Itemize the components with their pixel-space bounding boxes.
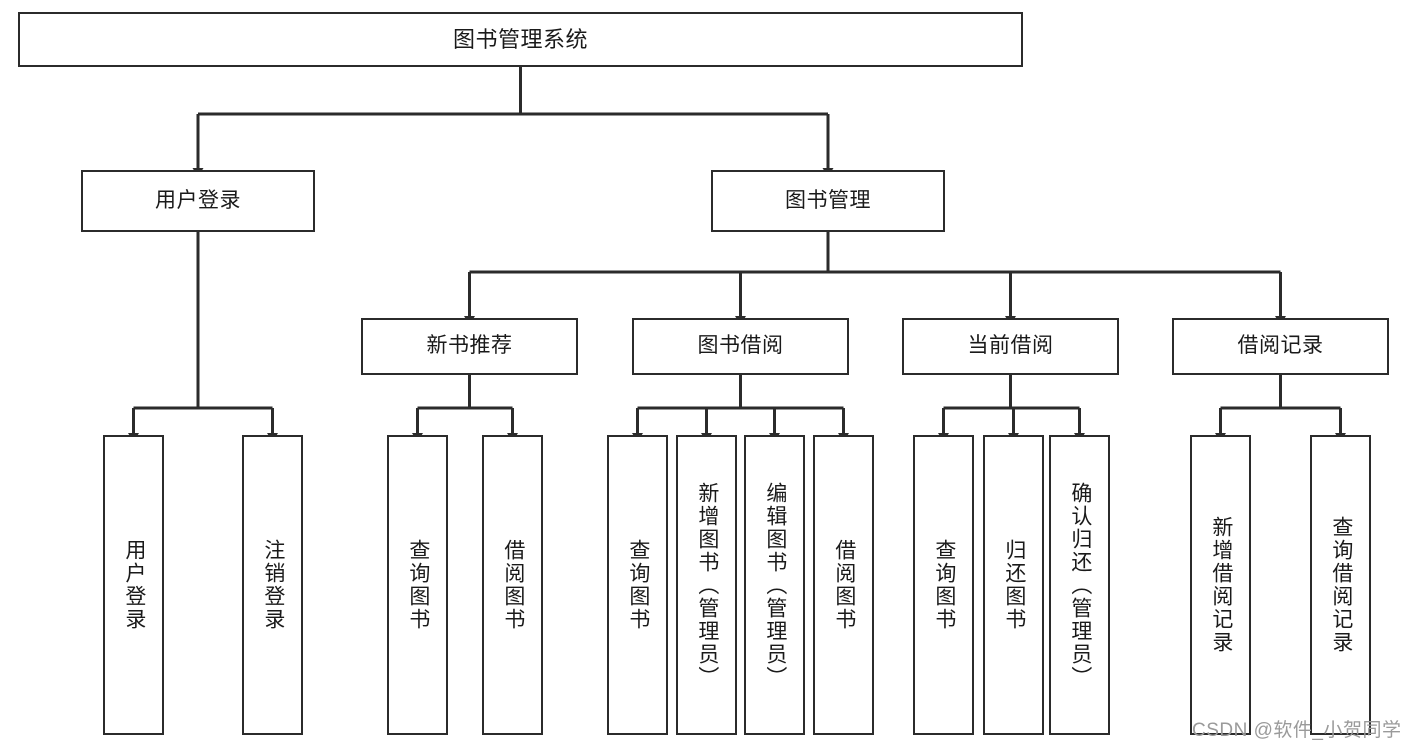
node-label: 借阅图书 [832,539,856,631]
node-leaf-9-归还图书: 归还图书 [983,435,1044,735]
node-root-图书管理系统: 图书管理系统 [18,12,1023,67]
node-label: 当前借阅 [967,334,1054,358]
node-label: 用户登录 [155,188,241,212]
node-label: 注销登录 [261,539,285,631]
node-level3-0-新书推荐: 新书推荐 [361,318,578,375]
node-leaf-3-借阅图书: 借阅图书 [482,435,543,735]
node-level2-0-用户登录: 用户登录 [81,170,315,232]
node-leaf-7-借阅图书: 借阅图书 [813,435,874,735]
node-label: 用户登录 [122,539,146,631]
node-leaf-11-新增借阅记录: 新增借阅记录 [1190,435,1251,735]
node-level3-1-图书借阅: 图书借阅 [632,318,849,375]
node-leaf-8-查询图书: 查询图书 [913,435,974,735]
node-label: 编辑图书（管理员） [763,481,787,689]
node-level3-3-借阅记录: 借阅记录 [1172,318,1389,375]
node-label: 新增图书（管理员） [695,481,719,689]
node-label: 新书推荐 [426,334,513,358]
node-label: 归还图书 [1002,539,1026,631]
node-label: 新增借阅记录 [1209,516,1233,654]
node-leaf-4-查询图书: 查询图书 [607,435,668,735]
node-leaf-6-编辑图书管理员: 编辑图书（管理员） [744,435,805,735]
node-label: 查询图书 [406,539,430,631]
node-leaf-0-用户登录: 用户登录 [103,435,164,735]
node-label: 借阅记录 [1237,334,1324,358]
node-leaf-2-查询图书: 查询图书 [387,435,448,735]
csdn-watermark: CSDN @软件_小贺同学 [1192,720,1402,741]
node-label: 确认归还（管理员） [1068,481,1092,689]
node-level2-1-图书管理: 图书管理 [711,170,945,232]
node-label: 查询借阅记录 [1329,516,1353,654]
node-label: 图书管理系统 [452,26,588,52]
node-leaf-1-注销登录: 注销登录 [242,435,303,735]
node-label: 图书管理 [785,188,871,212]
node-leaf-5-新增图书管理员: 新增图书（管理员） [676,435,737,735]
node-label: 借阅图书 [501,539,525,631]
node-leaf-12-查询借阅记录: 查询借阅记录 [1310,435,1371,735]
node-leaf-10-确认归还管理员: 确认归还（管理员） [1049,435,1110,735]
node-level3-2-当前借阅: 当前借阅 [902,318,1119,375]
node-label: 图书借阅 [697,334,784,358]
node-label: 查询图书 [932,539,956,631]
node-label: 查询图书 [626,539,650,631]
